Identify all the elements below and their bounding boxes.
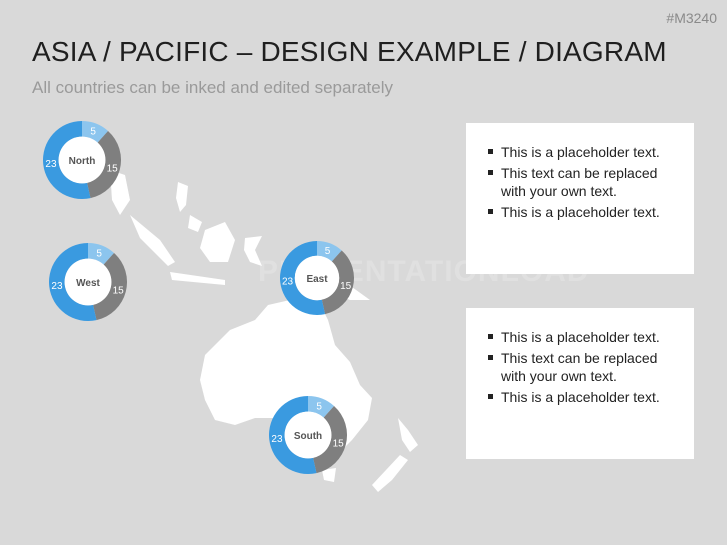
donut-segment-c (280, 241, 326, 315)
text-box-1: This is a placeholder text. This text ca… (466, 123, 694, 274)
donut-segment-c (48, 243, 97, 321)
donut-south: 5 15 23 South (268, 396, 347, 474)
donut-segment-b (321, 250, 354, 315)
donut-value-label: 5 (96, 248, 102, 259)
donut-value-label: 15 (340, 281, 352, 292)
donut-segment-b (93, 252, 127, 321)
page-subtitle: All countries can be inked and edited se… (32, 78, 394, 97)
donut-value-label: 23 (51, 281, 63, 292)
text-box-2: This is a placeholder text. This text ca… (466, 308, 694, 459)
donut-value-label: 15 (113, 285, 125, 296)
new-zealand (372, 418, 418, 492)
tasmania (322, 468, 336, 482)
donut-segment-a (88, 243, 115, 265)
bullet-item: This is a placeholder text. (488, 388, 684, 406)
donut-value-label: 23 (282, 277, 294, 288)
donut-value-label: 15 (333, 438, 345, 449)
donut-hole (284, 411, 332, 459)
donut-segment-c (42, 121, 91, 199)
donut-north: 5 15 23 North (42, 121, 121, 199)
donut-segment-b (87, 130, 121, 199)
donut-value-label: 5 (316, 401, 322, 412)
bullet-item: This text can be replaced with your own … (488, 349, 684, 385)
donut-west: 5 15 23 West (48, 243, 127, 321)
bullet-item: This is a placeholder text. (488, 328, 684, 346)
donut-segment-c (268, 396, 317, 474)
slide-id-tag: #M3240 (666, 10, 717, 26)
borneo (200, 222, 235, 262)
donut-segment-b (313, 405, 347, 474)
indochina (110, 170, 130, 215)
donut-east: 5 15 23 East (280, 241, 354, 315)
donut-center-label: East (306, 274, 328, 285)
philippines (176, 182, 202, 232)
donut-value-label: 23 (271, 434, 283, 445)
sulawesi (244, 236, 262, 266)
page-title: ASIA / PACIFIC – DESIGN EXAMPLE / DIAGRA… (32, 36, 667, 67)
donut-hole (58, 136, 106, 184)
donut-hole (64, 258, 112, 306)
bullet-item: This is a placeholder text. (488, 143, 684, 161)
donut-center-label: South (294, 431, 322, 442)
donut-segment-a (317, 241, 342, 262)
donut-value-label: 15 (107, 163, 119, 174)
bullet-item: This is a placeholder text. (488, 203, 684, 221)
donut-value-label: 23 (45, 159, 57, 170)
donut-center-label: West (76, 278, 100, 289)
bullet-item: This text can be replaced with your own … (488, 164, 684, 200)
donut-value-label: 5 (325, 246, 331, 257)
donut-segment-a (308, 396, 335, 418)
donut-value-label: 5 (90, 126, 96, 137)
donut-segment-a (82, 121, 109, 143)
donut-center-label: North (69, 156, 96, 167)
donut-hole (294, 255, 340, 301)
